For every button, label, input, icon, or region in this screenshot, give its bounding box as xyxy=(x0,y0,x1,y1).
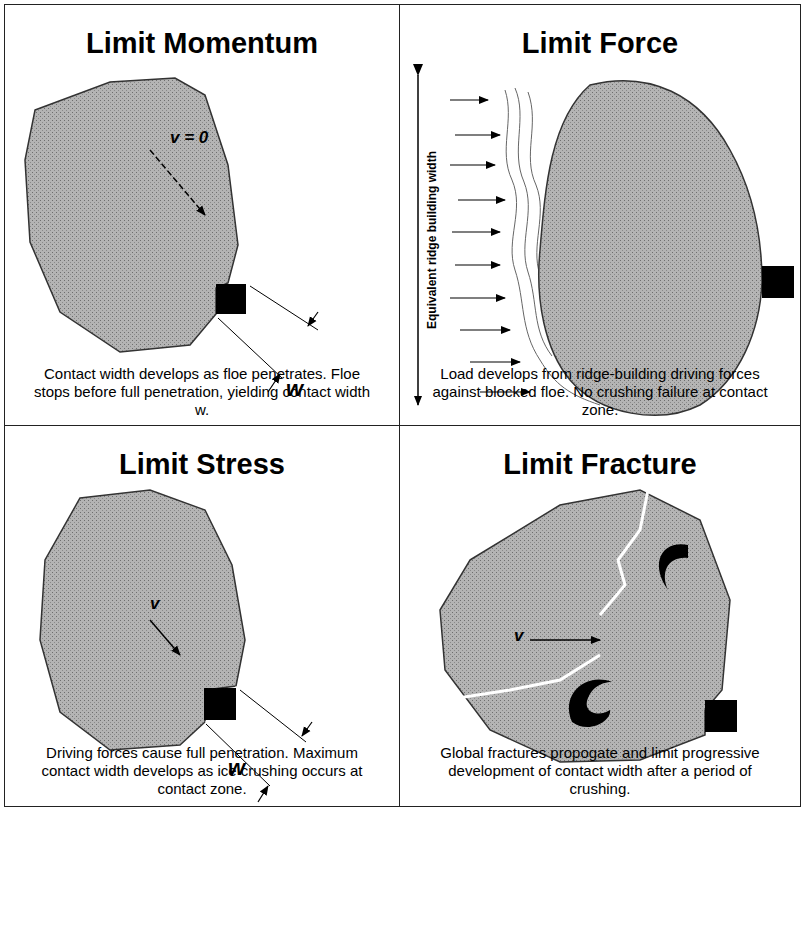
panel-caption: Global fractures propogate and limit pro… xyxy=(420,744,780,798)
panel-caption: Load develops from ridge-building drivin… xyxy=(420,365,780,419)
panel-caption: Contact width develops as floe penetrate… xyxy=(25,365,379,419)
panel-caption: Driving forces cause full penetration. M… xyxy=(25,744,379,798)
panel-title: Limit Momentum xyxy=(5,27,399,60)
ridge-width-label: Equivalent ridge building width xyxy=(425,151,439,329)
panel-title: Limit Force xyxy=(400,27,800,60)
contact-width-label: w xyxy=(228,755,245,781)
velocity-label: v xyxy=(514,626,523,646)
contact-width-label: w xyxy=(286,376,303,402)
velocity-label: v xyxy=(150,594,159,614)
panel-title: Limit Stress xyxy=(5,448,399,481)
limit-fracture-panel: Limit FractureGlobal fractures propogate… xyxy=(399,425,801,807)
velocity-label: v = 0 xyxy=(170,128,208,148)
limit-force-panel: Limit ForceLoad develops from ridge-buil… xyxy=(399,4,801,426)
limit-momentum-panel: Limit MomentumContact width develops as … xyxy=(4,4,400,426)
panel-title: Limit Fracture xyxy=(400,448,800,481)
limit-stress-panel: Limit StressDriving forces cause full pe… xyxy=(4,425,400,807)
